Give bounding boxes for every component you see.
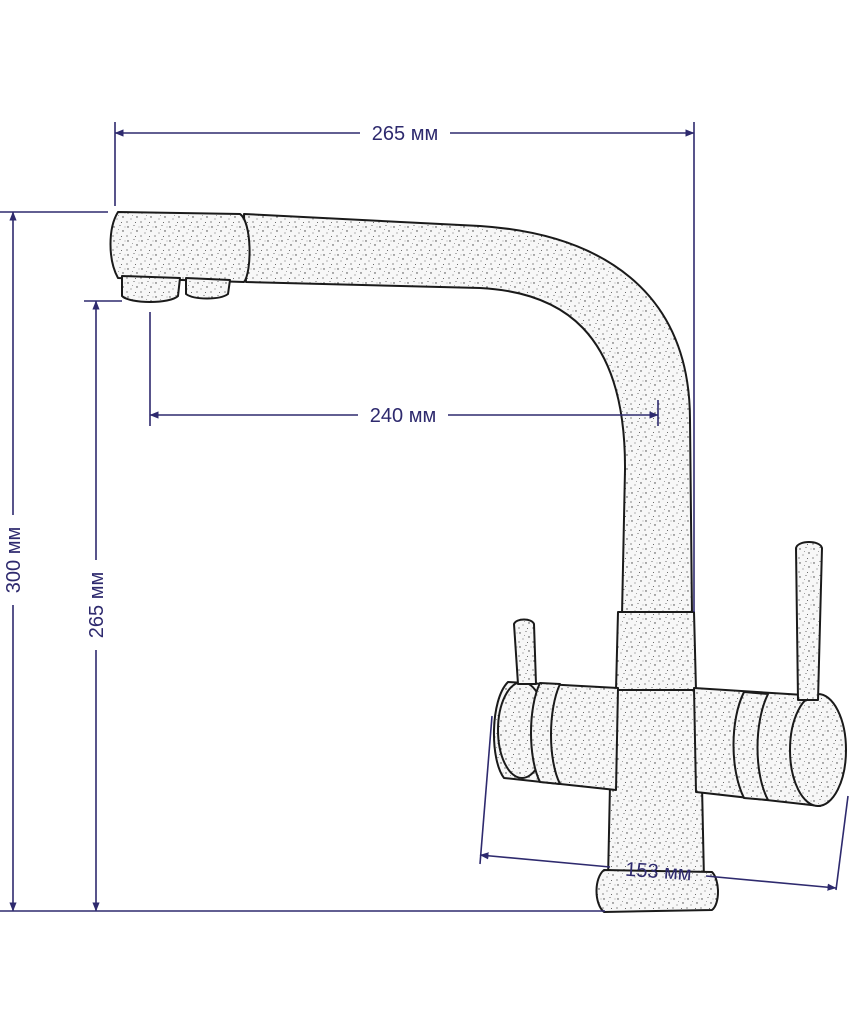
faucet-left-lever <box>513 618 537 685</box>
faucet-aerator-right <box>185 277 231 300</box>
faucet-left-ring <box>530 682 561 785</box>
faucet-right-cap <box>789 693 847 807</box>
faucet-right-ring <box>732 691 769 801</box>
dimension-label-spout-height: 265 мм <box>86 572 108 638</box>
faucet-drawing <box>109 211 847 913</box>
dimension-label-base-depth: 153 мм <box>625 859 693 886</box>
faucet-right-lever <box>795 541 823 701</box>
faucet-aerator-left <box>121 275 181 303</box>
dimension-label-spout-reach: 240 мм <box>370 405 436 427</box>
dimension-label-total-height: 300 мм <box>3 527 25 593</box>
faucet-body <box>607 689 705 881</box>
dimension-label-top-width: 265 мм <box>372 123 438 145</box>
dimension-lines <box>0 122 849 912</box>
faucet-spout-head <box>109 211 251 283</box>
faucet-base <box>595 869 719 913</box>
faucet-collar <box>615 611 697 691</box>
